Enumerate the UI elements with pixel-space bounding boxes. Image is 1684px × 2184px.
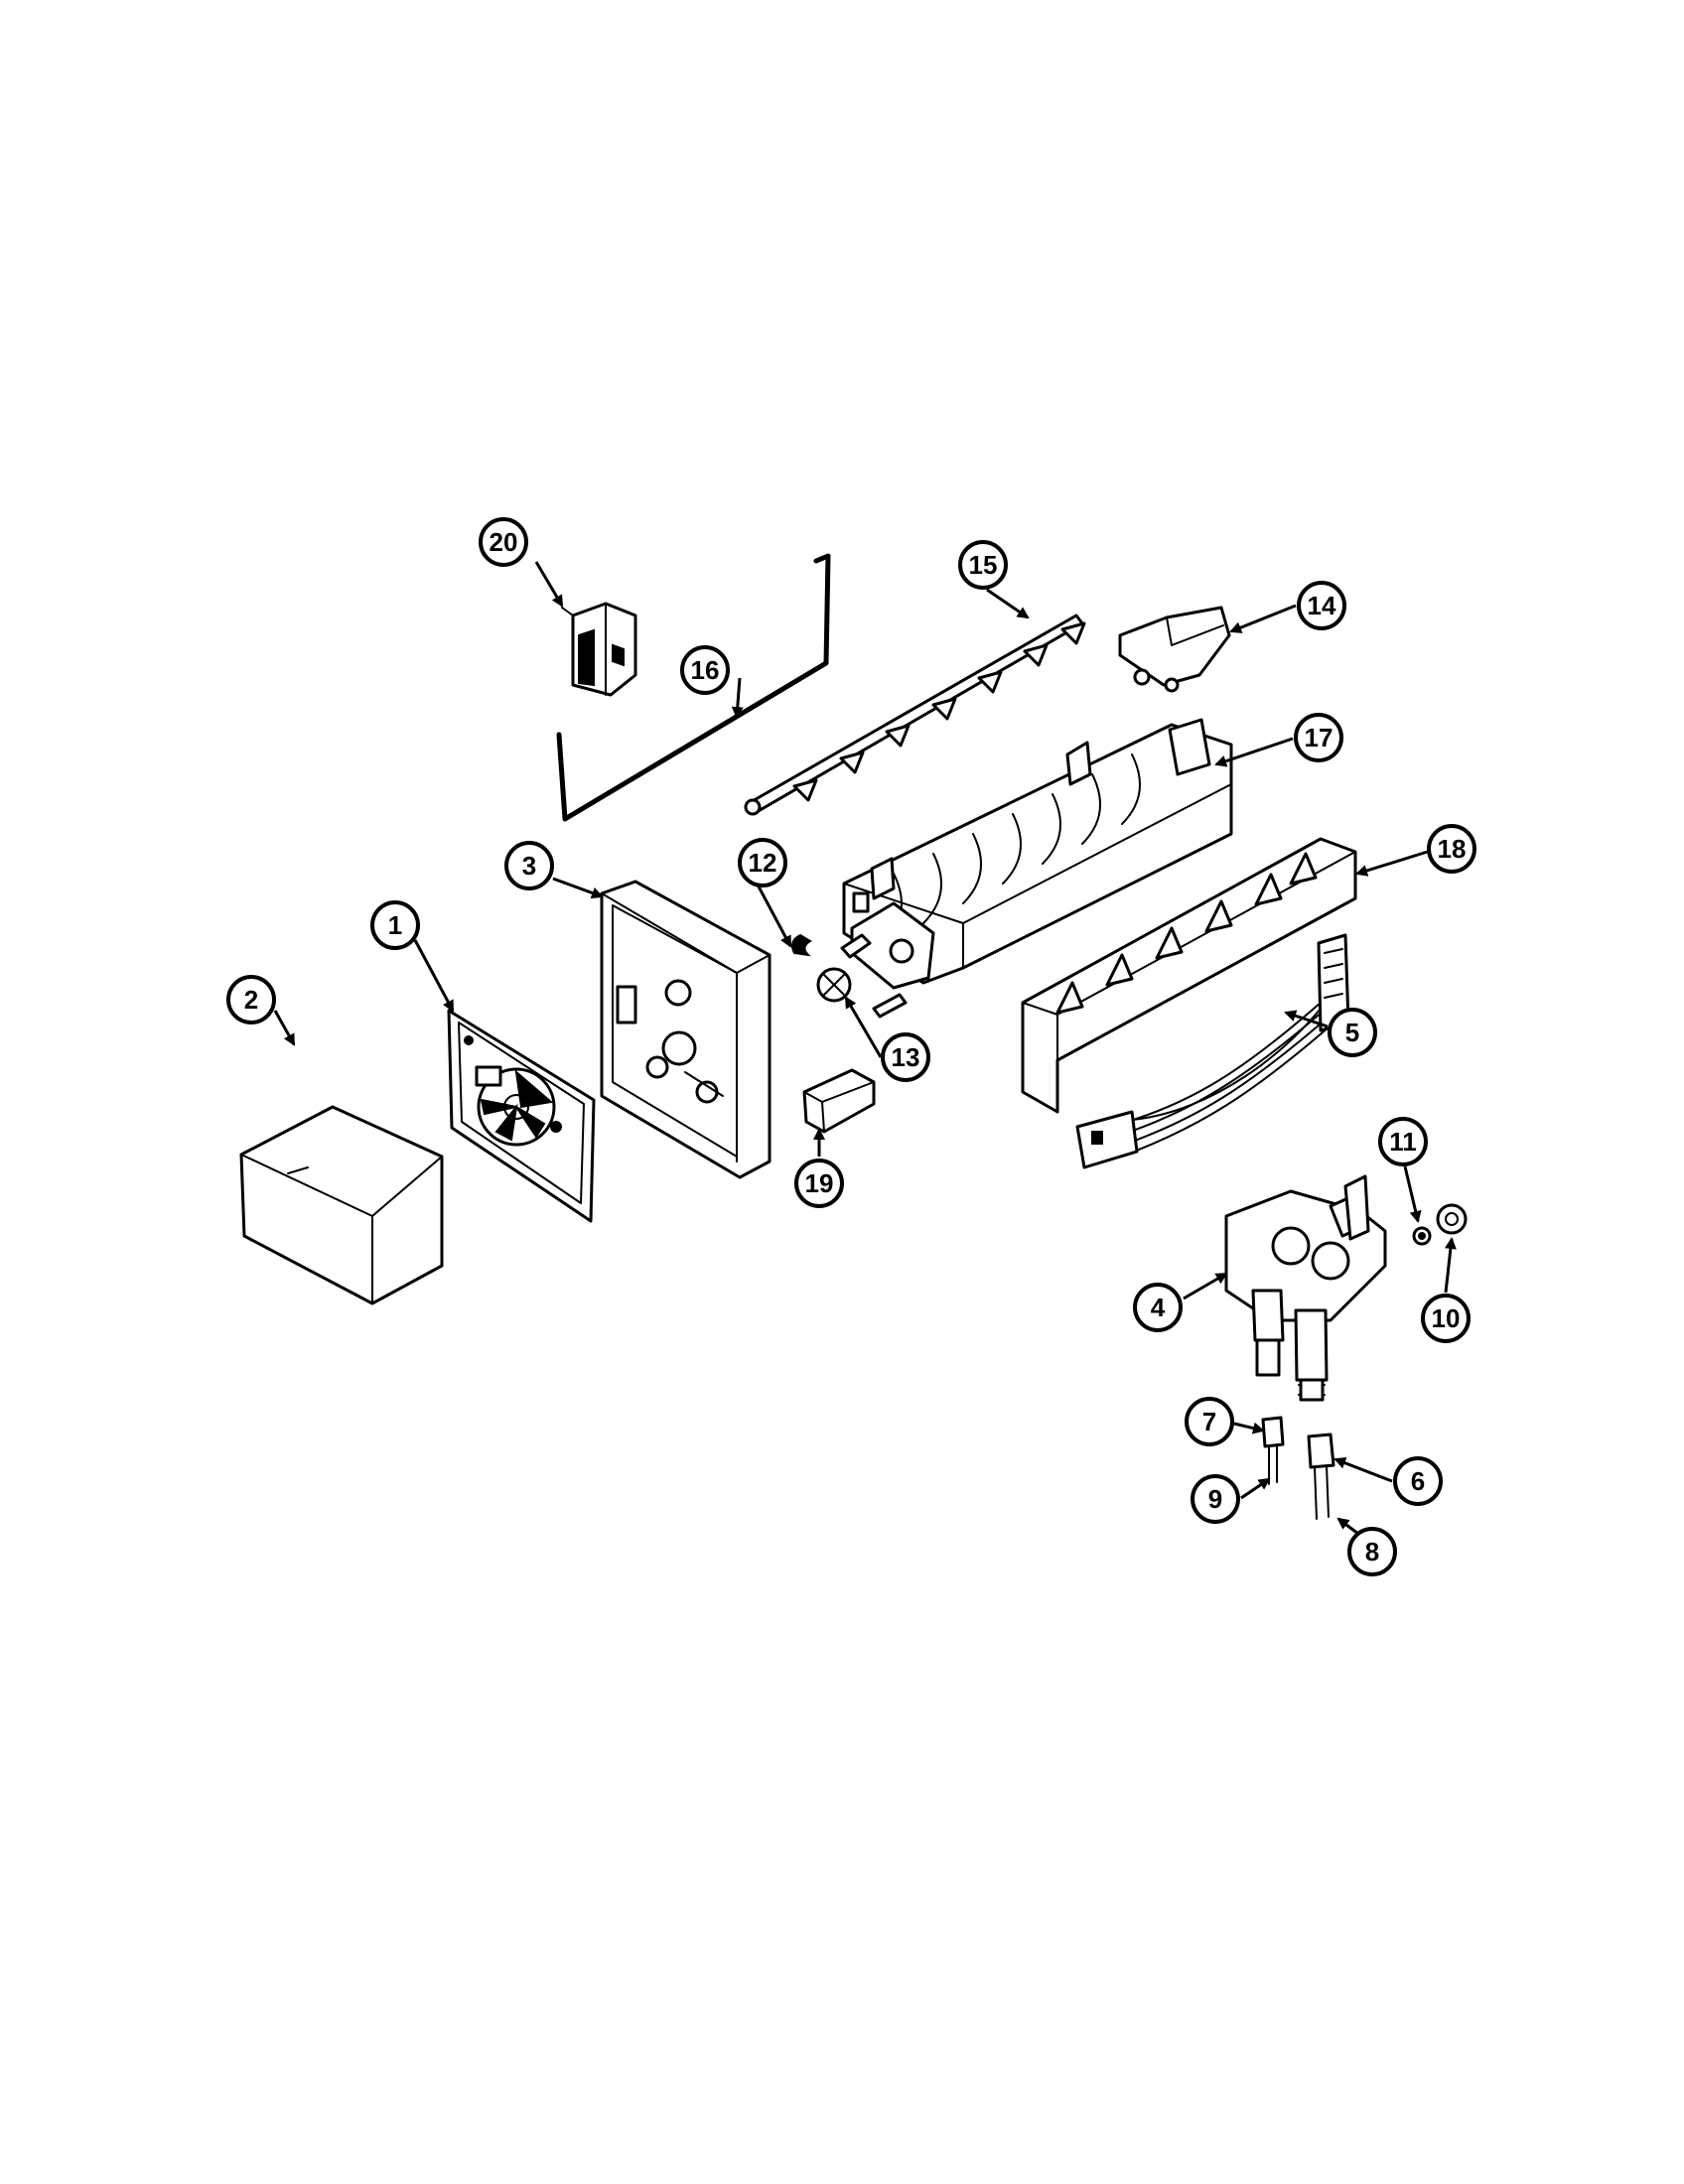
svg-text:1: 1 [388,910,402,940]
svg-text:8: 8 [1365,1537,1379,1567]
callout-7: 7 [1185,1397,1234,1446]
callout-8: 8 [1347,1527,1397,1576]
callout-5: 5 [1328,1008,1377,1057]
callout-20: 20 [479,517,528,567]
svg-text:13: 13 [892,1042,920,1072]
svg-text:10: 10 [1432,1303,1461,1333]
part-16-shutoff-arm [556,553,831,822]
svg-text:18: 18 [1438,834,1467,864]
part-5-wiring-harness [1075,933,1350,1169]
part-2-cover [239,1105,444,1305]
svg-text:2: 2 [244,985,258,1015]
callout-17: 17 [1294,713,1343,762]
callout-19: 19 [794,1159,844,1208]
callout-6: 6 [1393,1456,1443,1506]
callout-9: 9 [1191,1474,1240,1524]
svg-text:5: 5 [1345,1018,1359,1047]
part-7-9-fitting-tube [1261,1416,1285,1485]
svg-text:14: 14 [1308,591,1336,620]
callout-1: 1 [370,900,420,950]
svg-text:20: 20 [490,527,518,557]
part-1-mounting-plate [447,1009,596,1223]
svg-text:4: 4 [1151,1293,1166,1322]
svg-text:15: 15 [969,550,998,580]
callout-12: 12 [738,838,787,887]
part-12-clip [791,933,812,957]
part-18-stripper [1021,837,1357,1114]
part-11-nut [1412,1226,1432,1246]
svg-text:6: 6 [1411,1466,1425,1496]
callout-18: 18 [1427,824,1476,874]
callout-14: 14 [1297,581,1346,630]
callout-11: 11 [1378,1117,1428,1166]
callout-4: 4 [1133,1283,1183,1332]
part-15-ejector-shaft [744,614,1086,816]
callout-13: 13 [881,1032,930,1082]
part-14-bearing [1118,606,1231,693]
svg-text:16: 16 [691,655,720,685]
svg-text:19: 19 [805,1168,834,1198]
part-6-8-fitting-tube [1307,1433,1335,1520]
part-4-water-valve [1224,1174,1387,1402]
part-10-fitting [1436,1203,1468,1235]
callout-3: 3 [504,841,554,890]
svg-text:7: 7 [1202,1407,1216,1436]
callout-10: 10 [1421,1294,1471,1343]
svg-text:12: 12 [749,848,777,878]
part-19-shield [802,1068,876,1134]
svg-text:11: 11 [1389,1127,1417,1157]
svg-text:3: 3 [522,851,536,881]
part-13-thermostat [816,933,908,1019]
svg-text:9: 9 [1208,1484,1222,1514]
callout-16: 16 [680,645,730,695]
callout-15: 15 [958,540,1008,590]
part-20-bracket [561,602,637,697]
leader-lines [273,561,1457,1539]
svg-text:17: 17 [1305,723,1333,752]
callout-2: 2 [226,975,276,1024]
part-3-module-housing [600,880,772,1179]
